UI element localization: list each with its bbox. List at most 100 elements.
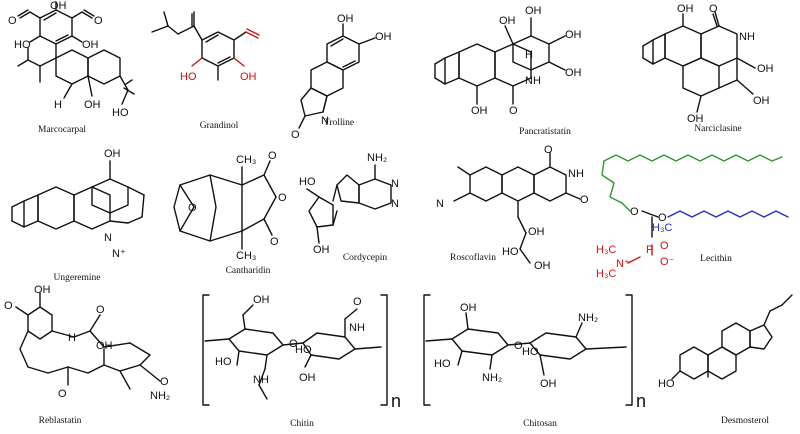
oh-label: OH bbox=[499, 15, 516, 27]
h-label: H bbox=[525, 49, 533, 61]
o-label: O bbox=[660, 240, 669, 252]
ho-label: HO bbox=[112, 107, 129, 119]
compound-name: Chitosan bbox=[523, 419, 557, 429]
marcocarpal-structure: OH O O HO OH H OH HO bbox=[8, 0, 135, 119]
compound-name: Marcocarpal bbox=[38, 125, 86, 135]
chitin-structure: OH HO NH O HO NH O OH n bbox=[202, 294, 401, 411]
h-label: H bbox=[54, 99, 62, 111]
nh-label: NH bbox=[253, 374, 269, 386]
oh-label: OH bbox=[375, 31, 392, 43]
ho-label: HO bbox=[502, 246, 519, 258]
h3c-label: H₃C bbox=[596, 244, 616, 256]
h3c-label: H₃C bbox=[596, 268, 616, 280]
o-label: O bbox=[268, 150, 277, 162]
oh-label: OH bbox=[540, 378, 557, 390]
compound-name: Cantharidin bbox=[225, 266, 271, 276]
compound-name: Roscoflavin bbox=[450, 253, 496, 263]
ch3-label: CH₃ bbox=[236, 250, 256, 262]
ho-label: HO bbox=[299, 176, 316, 188]
oh-label: OH bbox=[565, 29, 582, 41]
oh-label: OH bbox=[96, 340, 113, 352]
h3c-label: H₃C bbox=[652, 222, 672, 234]
oh-label: OH bbox=[240, 71, 257, 83]
compound-name: Chitin bbox=[290, 419, 314, 429]
oh-label: OH bbox=[299, 372, 316, 384]
nh2-label: NH₂ bbox=[367, 152, 387, 164]
o-label: O bbox=[509, 105, 518, 117]
ungeremine-structure: OH N N⁺ bbox=[11, 148, 145, 260]
compound-name: Desmosterol bbox=[720, 416, 770, 426]
oh-label: OH bbox=[677, 3, 694, 15]
roscoflavin-structure: O NH O N OH HO OH bbox=[436, 144, 589, 272]
narciclasine-structure: OH O NH OH OH OH bbox=[642, 3, 774, 125]
nh-label: NH bbox=[349, 322, 365, 334]
compound-name: Ungeremine bbox=[53, 273, 101, 283]
o-label: O bbox=[270, 236, 279, 248]
n-plus-label: N⁺ bbox=[112, 248, 126, 260]
o-label: O bbox=[4, 300, 13, 312]
o-label: O bbox=[353, 296, 362, 308]
ho-label: HO bbox=[522, 346, 539, 358]
o-label: O bbox=[291, 129, 300, 141]
nh2-label: NH₂ bbox=[578, 312, 598, 324]
ho-label: HO bbox=[658, 378, 675, 390]
nh-label: NH bbox=[739, 31, 755, 43]
compound-name: Trolline bbox=[323, 118, 355, 128]
nh-label: NH bbox=[568, 168, 584, 180]
grandinol-structure: HO OH bbox=[151, 11, 260, 83]
o-label: O bbox=[8, 15, 17, 27]
n-label: N bbox=[391, 198, 399, 210]
oh-label: OH bbox=[528, 226, 545, 238]
oh-label: OH bbox=[534, 260, 551, 272]
n-label: N bbox=[321, 115, 329, 127]
o-label: O bbox=[630, 206, 639, 218]
oh-label: OH bbox=[104, 148, 121, 160]
ch3-label: CH₃ bbox=[236, 154, 256, 166]
o-label: O bbox=[96, 304, 105, 316]
oh-label: OH bbox=[753, 95, 770, 107]
pancratistatin-structure: OH OH OH OH NH OH O H bbox=[434, 5, 582, 117]
oh-label: OH bbox=[565, 67, 582, 79]
oh-label: OH bbox=[82, 39, 99, 51]
oh-label: OH bbox=[460, 302, 477, 314]
p-label: P bbox=[646, 244, 653, 256]
cordycepin-structure: NH₂ N N HO OH bbox=[299, 152, 399, 256]
polymer-n-label: n bbox=[636, 391, 646, 411]
n-label: N bbox=[391, 178, 399, 190]
compound-name: Lecithin bbox=[700, 254, 732, 264]
o-label: O bbox=[58, 388, 67, 400]
oh-label: OH bbox=[337, 13, 354, 25]
compound-name: Reblastatin bbox=[38, 416, 82, 426]
trolline-structure: OH OH N O bbox=[291, 13, 392, 141]
compound-name: Cordycepin bbox=[342, 253, 388, 263]
n-label: N bbox=[104, 232, 112, 244]
oh-label: OH bbox=[471, 105, 488, 117]
oh-label: OH bbox=[687, 113, 704, 125]
ho-label: HO bbox=[215, 356, 232, 368]
nh-label: NH bbox=[525, 75, 541, 87]
reblastatin-structure: OH O O H OH O O NH₂ bbox=[4, 284, 170, 402]
compound-name: Pancratistatin bbox=[519, 127, 571, 137]
o-label: O bbox=[514, 340, 523, 352]
compound-name: Narciclasine bbox=[694, 124, 742, 134]
o-label: O bbox=[94, 15, 103, 27]
o-label: O bbox=[709, 3, 718, 15]
compound-name: Grandinol bbox=[199, 121, 239, 131]
nh2-label: NH₂ bbox=[150, 390, 170, 402]
polymer-n-label: n bbox=[391, 391, 401, 411]
o-label: O bbox=[544, 144, 553, 156]
nh2-label: NH₂ bbox=[482, 372, 502, 384]
o-minus-label: O⁻ bbox=[660, 256, 675, 268]
o-label: O bbox=[289, 338, 298, 350]
ho-label: HO bbox=[295, 344, 312, 356]
cantharidin-structure: O CH₃ CH₃ O O O bbox=[173, 150, 287, 262]
o-label: O bbox=[580, 194, 589, 206]
ho-label: HO bbox=[180, 71, 197, 83]
n-plus-label: N⁺ bbox=[616, 258, 630, 270]
oh-label: OH bbox=[84, 99, 101, 111]
o-label: O bbox=[278, 192, 287, 204]
h-label: H bbox=[68, 332, 76, 344]
o-label: O bbox=[160, 376, 169, 388]
oh-label: OH bbox=[525, 5, 542, 17]
